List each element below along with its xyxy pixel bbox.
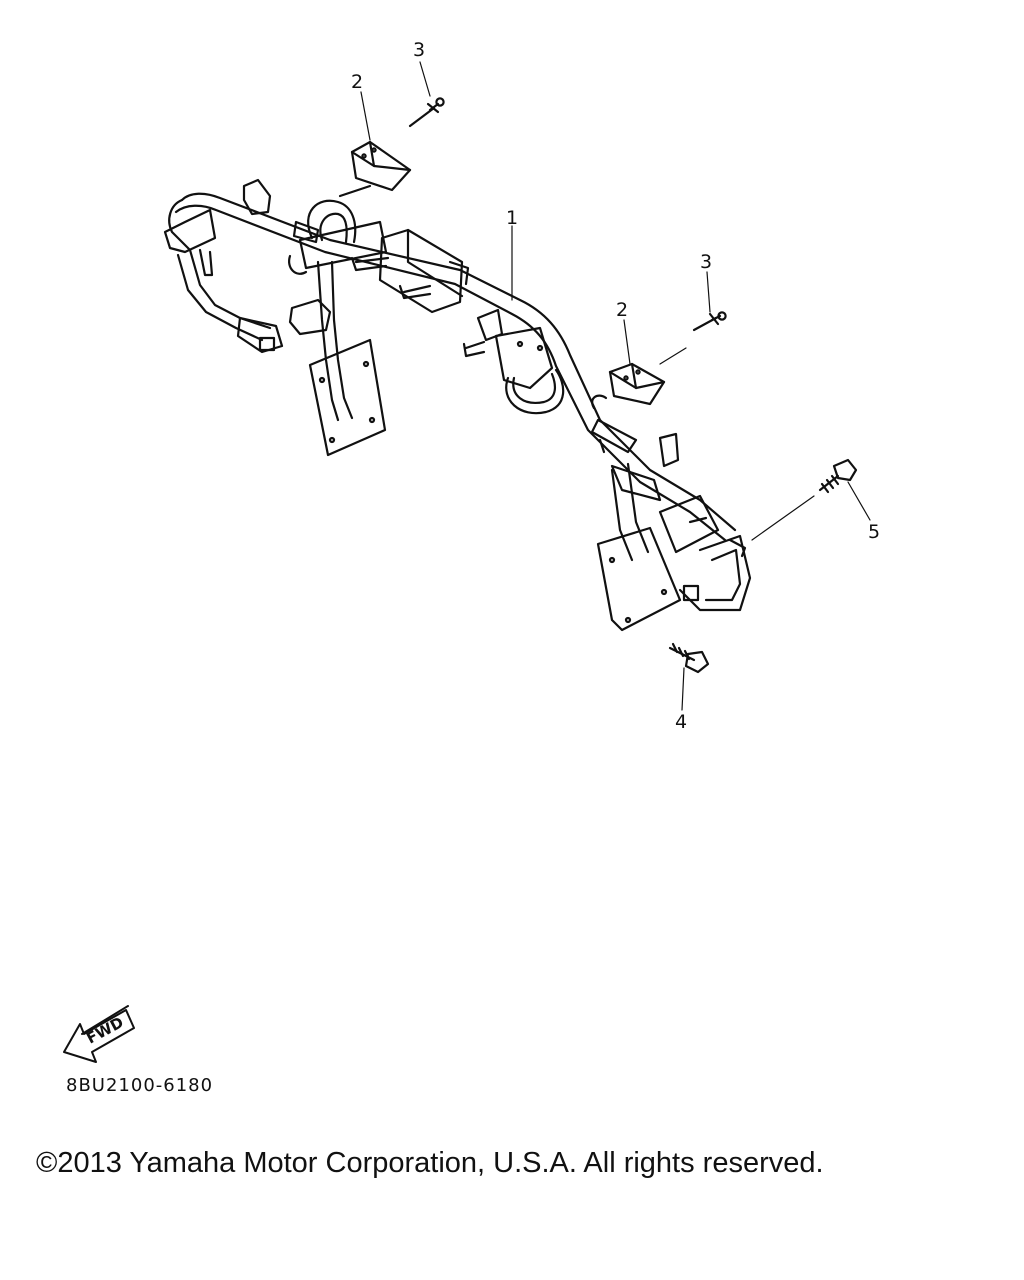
fwd-arrow-icon: FWD bbox=[63, 1005, 135, 1063]
bolt-lower bbox=[668, 642, 710, 674]
fwd-label: FWD bbox=[83, 1013, 126, 1047]
callout-3-lower: 3 bbox=[700, 251, 713, 273]
callout-2-upper: 2 bbox=[351, 71, 364, 93]
bolt-right bbox=[818, 458, 858, 494]
leader-lines bbox=[360, 61, 871, 711]
callout-5: 5 bbox=[868, 521, 881, 543]
diagram-part-code: 8BU2100-6180 bbox=[66, 1075, 214, 1096]
copyright-notice: ©2013 Yamaha Motor Corporation, U.S.A. A… bbox=[36, 1147, 824, 1179]
callout-2-lower: 2 bbox=[616, 299, 629, 321]
protector-pad-lower bbox=[608, 362, 666, 406]
handlebar-frame-assembly bbox=[163, 178, 752, 632]
protector-pad-upper bbox=[338, 140, 412, 198]
callout-1: 1 bbox=[506, 207, 519, 229]
clip-lower bbox=[692, 311, 727, 332]
callout-3-upper: 3 bbox=[413, 39, 426, 61]
callout-4: 4 bbox=[675, 711, 688, 733]
clip-upper bbox=[408, 97, 445, 128]
